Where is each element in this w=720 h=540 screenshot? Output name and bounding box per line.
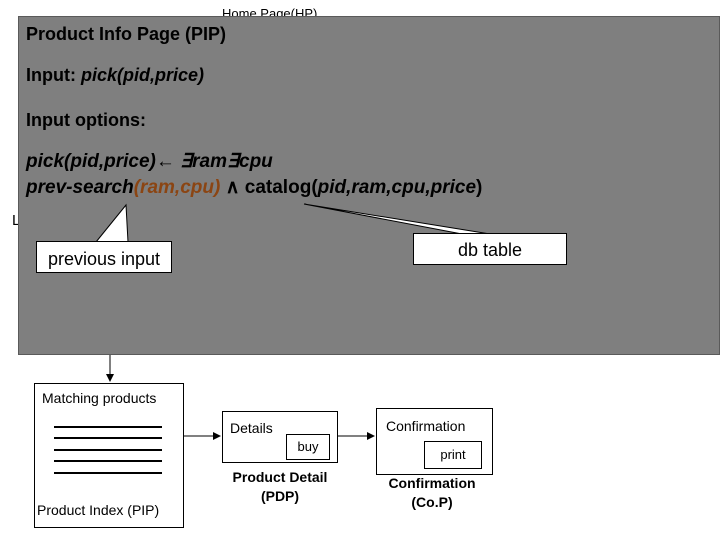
index-list-line [54, 437, 162, 439]
implication-arrow: ← [155, 151, 175, 172]
matching-products-label: Matching products [42, 390, 157, 406]
previous-input-callout: previous input [36, 241, 172, 273]
catalog-term: catalog [244, 177, 312, 198]
input-label: Input: [26, 65, 81, 85]
product-index-caption: Product Index (PIP) [37, 502, 160, 518]
rule-line-2: prev-search(ram,cpu) ∧ catalog(pid,ram,c… [26, 177, 483, 198]
input-options-label: Input options: [26, 110, 146, 130]
rule-exists: ∃ram∃cpu [180, 151, 273, 172]
index-list-line [54, 449, 162, 451]
buy-button[interactable]: buy [286, 434, 330, 460]
catalog-args: pid,ram,cpu,price [317, 177, 477, 198]
details-label: Details [230, 420, 273, 436]
confirmation-label: Confirmation [386, 418, 466, 434]
rule-head: pick(pid,price) [26, 151, 156, 172]
confirmation-caption-line1: Confirmation [388, 475, 476, 491]
previous-input-pointer [94, 203, 129, 243]
overlay-title: Product Info Page (PIP) [26, 24, 227, 44]
and-symbol: ∧ [220, 177, 245, 198]
rule-line-1: pick(pid,price)← ∃ram∃cpu [26, 150, 273, 173]
prev-search-args: (ram,cpu) [133, 177, 221, 198]
product-index-box [34, 383, 184, 528]
product-detail-caption: Product Detail (PDP) [214, 468, 346, 506]
product-detail-caption-line2: (PDP) [260, 488, 300, 504]
prev-search-term: prev-search [26, 177, 134, 198]
index-list-line [54, 472, 162, 474]
input-line: Input: pick(pid,price) [26, 65, 204, 86]
db-table-callout: db table [413, 233, 567, 265]
index-list-line [54, 426, 162, 428]
index-list-line [54, 460, 162, 462]
confirmation-caption: Confirmation (Co.P) [368, 474, 496, 512]
input-value: pick(pid,price) [80, 65, 205, 85]
partial-label: L [12, 212, 21, 229]
print-button[interactable]: print [424, 441, 482, 469]
db-table-pointer [303, 203, 491, 235]
product-detail-caption-line1: Product Detail [232, 469, 328, 485]
confirmation-caption-line2: (Co.P) [411, 494, 453, 510]
